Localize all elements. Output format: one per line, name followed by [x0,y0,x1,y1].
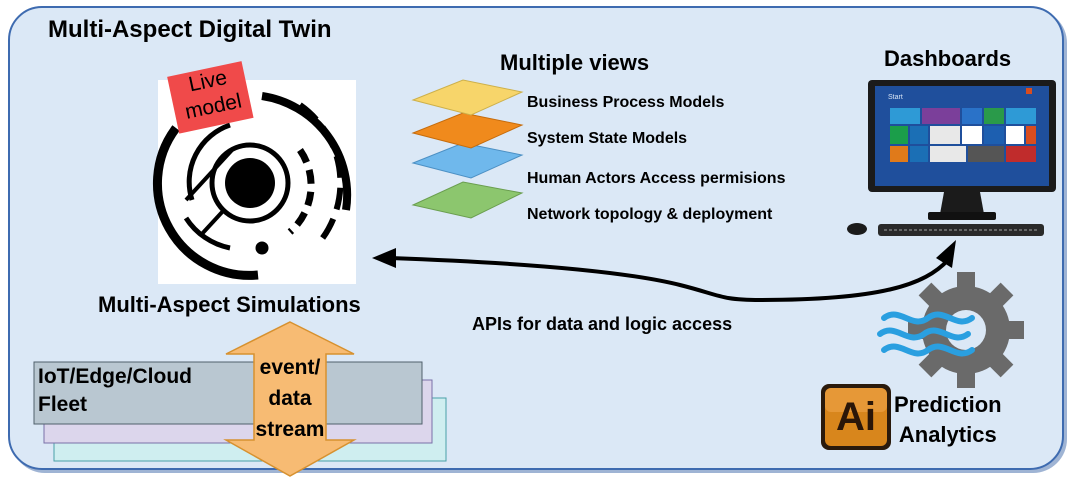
layer-network [411,181,524,219]
fleet-label: IoT/Edge/Cloud Fleet [38,363,192,419]
live-model-tag [167,61,254,134]
arrowhead-left [372,248,396,268]
screen-start-label: Start [888,94,903,101]
dashboard-monitor-icon [847,80,1056,236]
view-layers [411,79,524,219]
arrowhead-right [936,240,956,268]
ai-badge-icon [821,384,891,450]
api-caption: APIs for data and logic access [472,314,733,334]
dashboards-header: Dashboards [884,46,1012,71]
fleet-line-1: IoT/Edge/Cloud [38,365,192,388]
layer-human-actors [411,142,524,179]
layer-label-network: Network topology & deployment [527,206,773,223]
gear-icon [908,272,1024,388]
fleet-line-2: Fleet [38,393,88,416]
simulations-caption: Multi-Aspect Simulations [98,292,361,317]
ai-badge-label: Ai [836,395,876,439]
prediction-analytics-label: Prediction Analytics [894,390,1002,450]
views-header: Multiple views [500,50,650,75]
layer-label-system-state: System State Models [527,130,688,147]
stream-label: event/ data stream [238,352,342,445]
stream-line-2: data [268,387,312,410]
stream-line-3: stream [255,418,325,441]
concentric-logo-icon [153,92,352,280]
layer-label-business-process: Business Process Models [527,94,725,111]
api-connection-arrow [372,240,956,303]
layer-business-process [411,79,524,116]
stream-line-1: event/ [259,356,321,379]
diagram-title: Multi-Aspect Digital Twin [48,16,332,43]
prediction-line-2: Analytics [898,422,997,447]
layer-label-human-actors: Human Actors Access permisions [527,170,786,187]
stream-double-arrow [223,321,357,477]
live-model-image [153,61,356,284]
layer-system-state [411,112,524,149]
prediction-line-1: Prediction [894,392,1002,417]
waves-icon [877,311,975,357]
